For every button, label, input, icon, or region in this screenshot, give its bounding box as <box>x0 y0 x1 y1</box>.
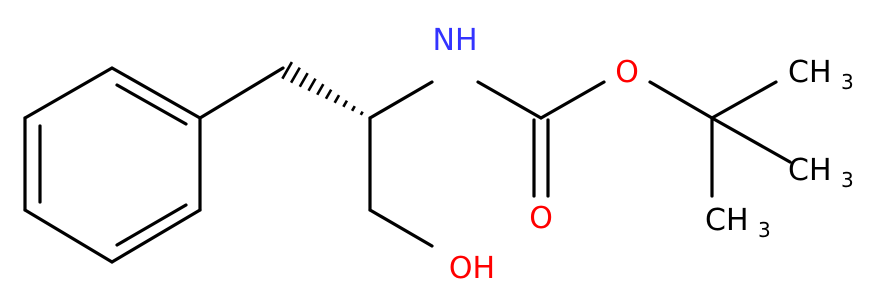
ester-o-to-tbutyl-bond <box>648 80 714 120</box>
c-to-n-bond <box>368 80 434 120</box>
ring-bond-5 <box>23 66 114 120</box>
hash-line <box>350 105 356 112</box>
benzyl-bond <box>198 66 285 120</box>
hash-line <box>289 66 301 84</box>
ch3-bot-text: CH <box>705 203 749 238</box>
tbutyl-to-ch3-top-bond <box>710 80 778 120</box>
n-to-carbonyl-bond <box>476 80 543 120</box>
ch2-to-oh-bond <box>368 208 434 248</box>
hydroxyl-label: OH <box>449 251 495 286</box>
tbutyl-to-ch3-mid-bond <box>710 116 792 164</box>
hashed-wedge-bond <box>281 61 364 116</box>
hash-line <box>281 61 294 80</box>
carbonyl-oxygen-label: O <box>529 201 553 236</box>
ch3-bot-subscript: 3 <box>758 218 771 242</box>
ch3-mid-label: CH 3 <box>788 153 854 192</box>
hash-line <box>298 72 309 88</box>
hash-line <box>359 110 364 116</box>
ch3-mid-text: CH <box>788 153 832 188</box>
ch3-bot-label: CH 3 <box>705 203 771 242</box>
ch3-top-text: CH <box>788 55 832 90</box>
carbonyl-to-ester-o-bond <box>539 80 606 120</box>
hash-line <box>316 83 325 96</box>
ch3-top-label: CH 3 <box>788 55 854 94</box>
ester-oxygen-label: O <box>615 55 639 90</box>
hash-line <box>307 77 317 92</box>
hash-line <box>342 99 349 108</box>
ring-bond-2 <box>110 208 202 264</box>
hash-line <box>324 88 333 100</box>
nh-label: NH <box>433 23 478 58</box>
ring-double-bond-1 <box>115 203 188 247</box>
benzene-ring <box>23 66 202 264</box>
ring-double-bond-3 <box>115 83 188 126</box>
ch3-top-subscript: 3 <box>841 70 854 94</box>
ch3-mid-subscript: 3 <box>841 168 854 192</box>
ring-bond-6 <box>110 66 202 120</box>
ring-bond-3 <box>23 208 114 264</box>
hash-line <box>333 94 341 104</box>
